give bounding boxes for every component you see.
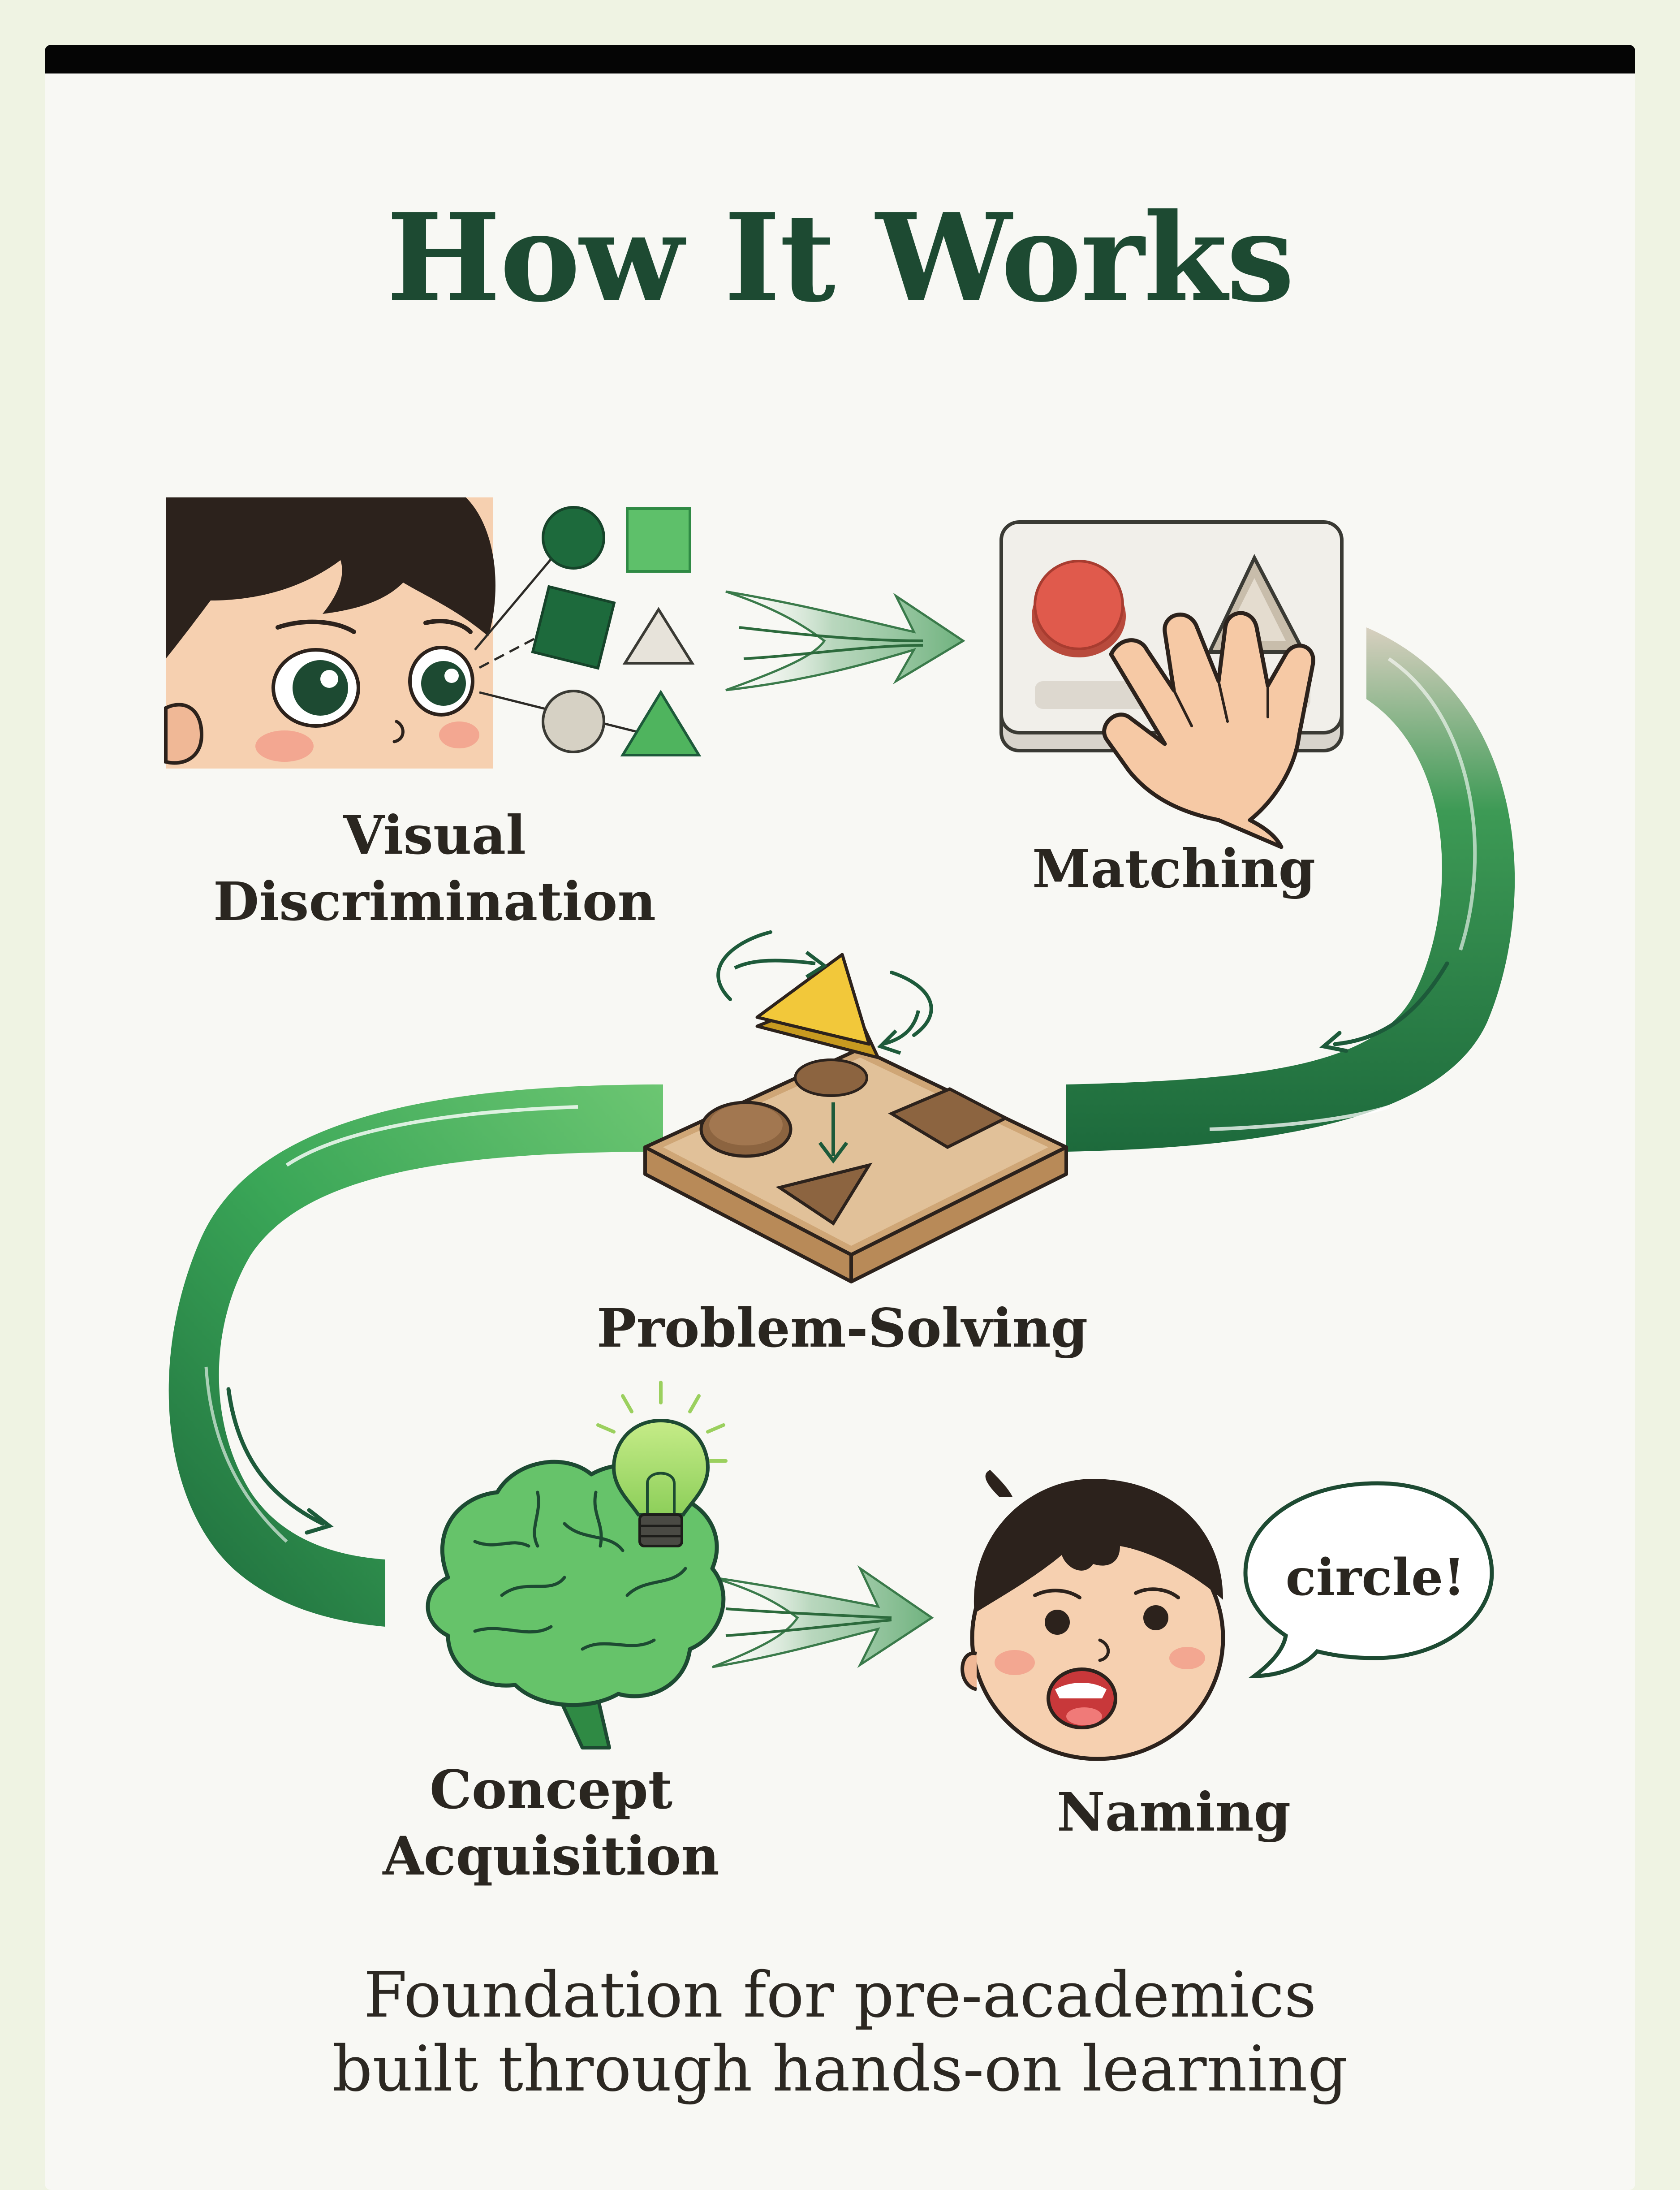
flow-ribbon-1 [1066,627,1515,1152]
label-line: Concept [429,1758,673,1821]
speech-bubble-icon [1243,1481,1494,1678]
step-label-problem-solving: Problem-Solving [573,1295,1111,1361]
footer-line: built through hands-on learning [332,2033,1348,2106]
label-line: Discrimination [213,870,656,933]
speech-bubble-text: circle! [1285,1548,1465,1607]
triangle-piece-icon [716,930,933,1059]
label-line: Problem-Solving [596,1297,1088,1359]
child-eyes-icon [164,497,495,769]
step-label-naming: Naming [986,1779,1362,1845]
top-bar [45,45,1635,73]
shape-sorter-icon [643,1047,1068,1283]
label-line: Acquisition [383,1825,719,1887]
step-label-visual-discrimination: Visual Discrimination [197,802,672,935]
hand-icon [1102,611,1315,849]
step-label-matching: Matching [990,836,1357,902]
label-line: Naming [1056,1781,1291,1843]
label-line: Matching [1032,838,1316,900]
arrow-icon [725,590,965,691]
step-label-concept-acquisition: Concept Acquisition [340,1757,762,1889]
shapes-icon [474,506,702,756]
child-face-icon [961,1470,1225,1761]
lightbulb-icon [596,1381,728,1547]
label-line: Visual [343,804,526,866]
arrow-icon [712,1565,934,1668]
footer-line: Foundation for pre-academics [363,1959,1317,2032]
flow-ribbon-2 [168,1084,663,1627]
footer-caption: Foundation for pre-academics built throu… [0,1958,1680,2106]
page-title: How It Works [386,186,1294,329]
